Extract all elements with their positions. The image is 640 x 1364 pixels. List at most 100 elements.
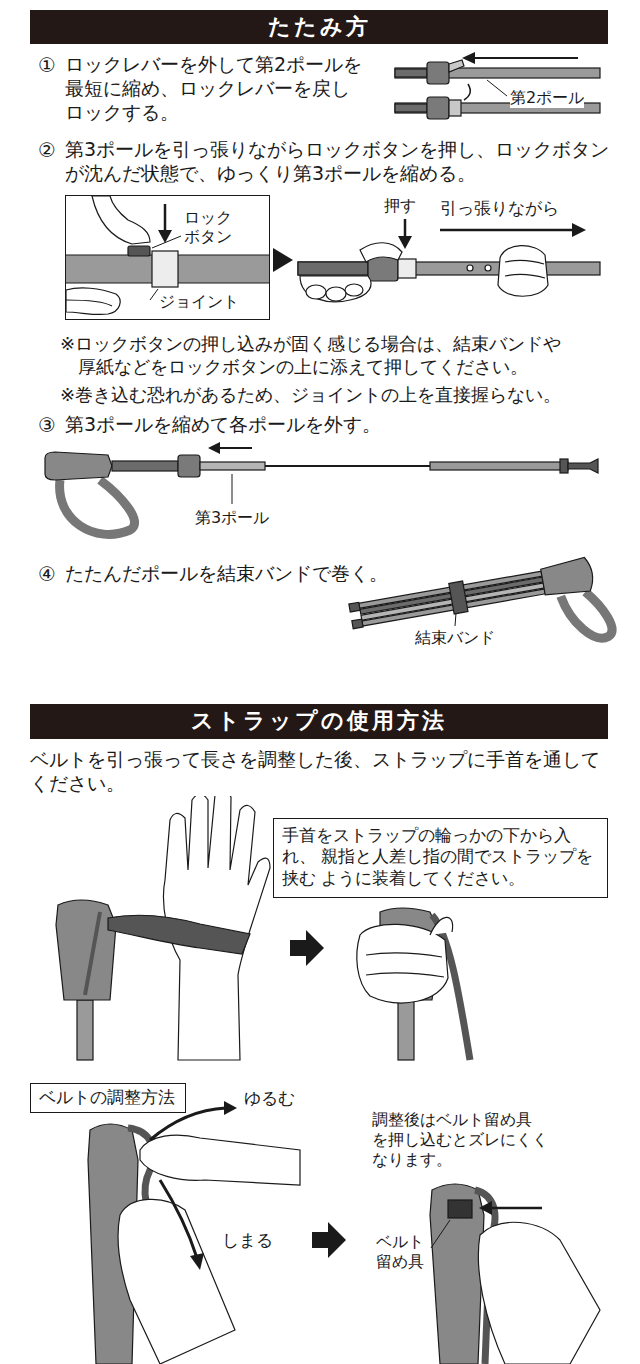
press-arrow	[158, 204, 172, 243]
pole-illustration	[300, 276, 371, 302]
hand-with-strap	[108, 915, 250, 954]
pole-illustration	[485, 265, 491, 271]
subheading: ベルトの調整方法	[39, 1086, 175, 1108]
hand-gripping	[398, 1000, 414, 1060]
step-number: ②	[38, 138, 56, 163]
tighten-arrow	[190, 1253, 204, 1270]
pole-illustration	[200, 462, 265, 470]
note-text: 手首をストラップの輪っかの下から入れ、 親指と人差し指の間でストラップを挟む よ…	[282, 825, 599, 889]
pole-illustration	[498, 246, 548, 297]
note-text: 調整後はベルト留め具 を押し込むとズレにくく なります。	[372, 1110, 552, 1170]
push-arrow	[490, 1207, 542, 1210]
pole-illustration	[60, 480, 135, 534]
part-label: ベルト 留め具	[376, 1232, 428, 1272]
belt-adjust-right	[430, 1184, 600, 1364]
pull-arrow	[572, 223, 586, 237]
lock-button-closeup	[66, 288, 120, 315]
pole-illustration	[360, 243, 402, 262]
leader-line	[455, 613, 456, 626]
hand-gripping	[366, 953, 444, 977]
note-text: ※巻き込む恐れがあるため、ジョイントの上を直接握らない。	[60, 384, 561, 407]
pole-illustration	[298, 262, 368, 275]
section-title: たたみ方	[268, 13, 371, 42]
pole-illustration	[427, 97, 449, 119]
pole-illustration	[112, 461, 178, 471]
motion-arrow	[218, 447, 252, 449]
pole-illustration	[306, 285, 326, 299]
subheading-box: ベルトの調整方法	[30, 1083, 186, 1113]
lock-button-closeup	[92, 196, 150, 244]
press-arrow	[404, 219, 407, 238]
belt-adjust-left	[118, 1199, 235, 1364]
press-arrow	[164, 204, 167, 232]
pole-illustration	[298, 243, 600, 302]
folded-poles	[561, 588, 614, 644]
leader-line	[152, 236, 181, 248]
leader-line	[487, 80, 507, 96]
belt-adjust-right	[448, 1200, 472, 1218]
hand-with-strap	[77, 1000, 93, 1060]
hand-gripping	[357, 924, 448, 1003]
part-label: ロック ボタン	[184, 208, 240, 246]
note-text: ※ロックボタンの押し込みが固く感じる場合は、結束バンドや 厚紙などをロックボタン…	[60, 333, 578, 378]
belt-adjust-left	[140, 1135, 300, 1185]
leader-line	[150, 289, 158, 300]
pole-illustration	[326, 287, 346, 301]
folded-poles	[349, 602, 360, 612]
push-arrow	[479, 1201, 542, 1215]
lock-button-closeup	[66, 196, 269, 315]
section-band: ストラップの使用方法	[30, 704, 608, 739]
step-number: ③	[38, 413, 56, 438]
hand-gripping	[357, 908, 470, 1060]
part-label: 結束バンド	[415, 628, 495, 648]
part-label: 第2ポール	[510, 88, 584, 108]
step-arrow	[290, 930, 324, 966]
body-text: ベルトを引っ張って長さを調整した後、ストラップに手首を通して ください。	[30, 748, 612, 796]
step-text: ロックレバーを外して第2ポールを 最短に縮め、ロックレバーを戻し ロックする。	[65, 53, 370, 124]
hand-with-strap	[56, 790, 270, 1060]
lock-button-closeup	[128, 246, 150, 256]
hand-with-strap	[56, 900, 116, 1000]
hand-with-strap	[85, 912, 100, 995]
step-arrow	[312, 1222, 346, 1258]
pole-illustration	[427, 62, 449, 84]
pole-illustration	[395, 68, 600, 78]
leader-line	[431, 1220, 450, 1248]
step-text: たたんだポールを結束バンドで巻く。	[65, 562, 388, 586]
folded-poles	[352, 619, 363, 629]
pole-illustration	[560, 459, 568, 473]
pole-illustration	[395, 69, 427, 77]
lock-button-closeup	[152, 251, 178, 287]
pull-arrow	[440, 229, 574, 232]
tighten-arrow	[160, 1180, 204, 1270]
action-label: 押す	[384, 196, 416, 216]
motion-arrow	[208, 442, 252, 454]
step-number: ①	[38, 53, 56, 78]
motion-arrow	[208, 442, 220, 454]
pole-illustration	[505, 260, 545, 278]
folded-poles	[449, 581, 468, 614]
part-label: ジョイント	[159, 292, 239, 311]
section-title: ストラップの使用方法	[191, 707, 447, 736]
step-number: ④	[38, 562, 56, 587]
section-band: たたみ方	[30, 10, 608, 44]
motion-arrow	[462, 52, 475, 64]
pole-illustration	[45, 452, 598, 534]
note-box: 手首をストラップの輪っかの下から入れ、 親指と人差し指の間でストラップを挟む よ…	[273, 818, 608, 898]
motion-arrow	[464, 84, 470, 100]
pole-illustration	[449, 60, 464, 72]
loosen-arrow	[224, 1101, 237, 1115]
pole-illustration	[449, 100, 461, 116]
action-label: 引っ張りながら	[440, 198, 559, 219]
inset-frame: ロック ボタンジョイント	[65, 195, 270, 320]
belt-adjust-right	[430, 1184, 484, 1364]
motion-arrow	[472, 57, 578, 59]
pole-illustration	[398, 259, 416, 278]
pole-illustration	[178, 455, 200, 477]
pole-illustration	[395, 104, 427, 112]
folded-poles	[540, 557, 595, 599]
push-arrow	[479, 1201, 492, 1215]
pole-illustration	[395, 60, 600, 119]
leader-line	[232, 474, 233, 504]
